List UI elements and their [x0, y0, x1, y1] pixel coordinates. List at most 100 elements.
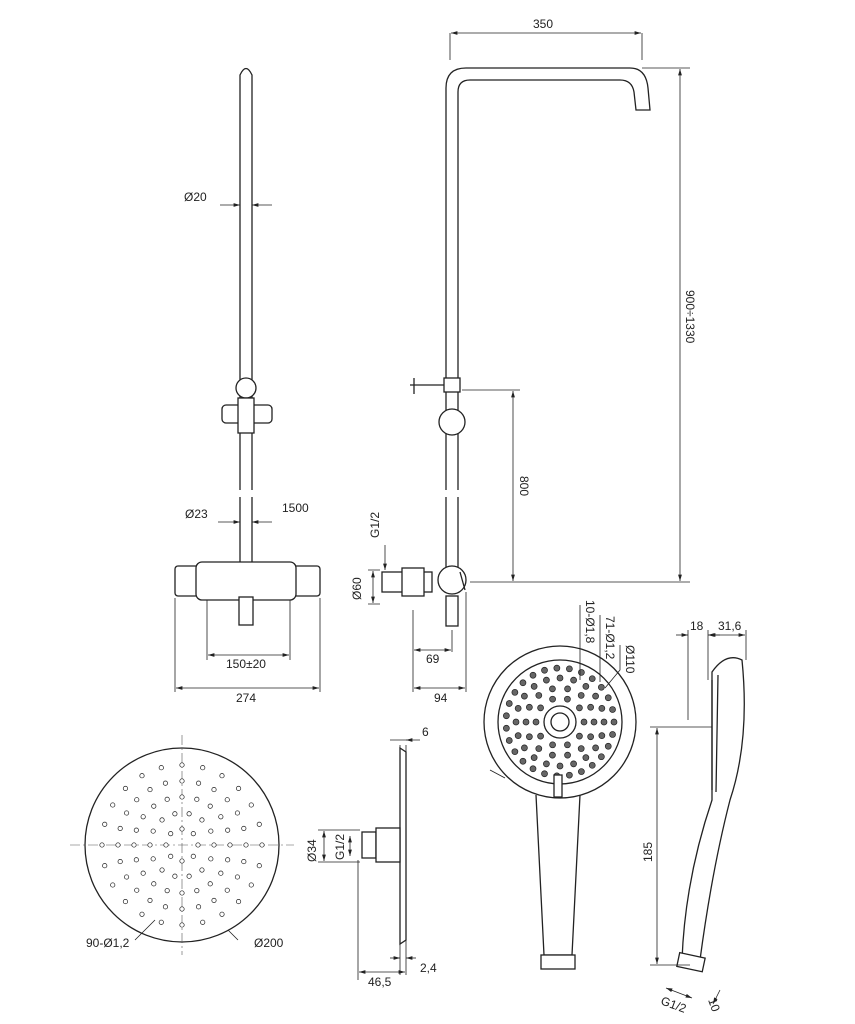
- nozzle-dot: [150, 856, 156, 862]
- nozzle-dot: [179, 890, 185, 896]
- overhead-shower-side: [318, 738, 420, 980]
- overhead-connector-label: Ø34: [305, 839, 319, 862]
- nozzle-dot: [164, 888, 170, 894]
- nozzle-dot: [564, 741, 571, 749]
- nozzle-dot: [207, 881, 213, 887]
- overhead-nozzles-label: 90-Ø1,2: [86, 936, 130, 950]
- depth-69-label: 69: [426, 652, 440, 666]
- nozzle-dot: [543, 760, 550, 768]
- nozzle-dot: [514, 732, 522, 739]
- nozzle-dot: [582, 683, 590, 690]
- overhead-shower-top: [70, 735, 294, 955]
- nozzle-dot: [190, 831, 196, 837]
- nozzle-dot: [609, 706, 616, 713]
- nozzle-dot: [576, 704, 583, 712]
- nozzle-dot: [519, 757, 527, 765]
- nozzle-dot: [234, 874, 240, 880]
- nozzle-dot: [505, 700, 513, 707]
- nozzle-dot: [124, 810, 130, 816]
- nozzle-dot: [179, 858, 185, 864]
- nozzle-dot: [131, 842, 137, 848]
- nozzle-dot: [110, 882, 116, 888]
- nozzle-dot: [179, 762, 185, 768]
- nozzle-dot: [179, 778, 185, 784]
- nozzle-dot: [147, 842, 153, 848]
- nozzle-dot: [609, 731, 616, 738]
- nozzle-dot: [186, 811, 192, 817]
- nozzle-dot: [259, 842, 265, 848]
- nozzle-dot: [576, 732, 583, 740]
- nozzle-dot: [195, 842, 201, 848]
- nozzle-dot: [541, 666, 548, 674]
- nozzle-dot: [179, 906, 185, 912]
- hand-nozzles-large-label: 10-Ø1,8: [583, 600, 597, 644]
- overhead-thickness-label: 6: [422, 725, 429, 739]
- nozzle-dot: [194, 888, 200, 894]
- nozzle-dot: [158, 765, 164, 771]
- rail-diameter-label: Ø20: [184, 190, 207, 204]
- nozzle-dot: [503, 724, 510, 732]
- inlet-spacing-label: 150±20: [226, 657, 266, 671]
- nozzle-dot: [234, 810, 240, 816]
- nozzle-dot: [535, 692, 543, 699]
- nozzle-dot: [549, 741, 556, 749]
- nozzle-dot: [522, 718, 530, 726]
- nozzle-dot: [159, 817, 165, 823]
- nozzle-dot: [529, 765, 537, 773]
- nozzle-dot: [133, 857, 139, 863]
- nozzle-dot: [211, 897, 217, 903]
- nozzle-dot: [588, 675, 596, 683]
- nozzle-dot: [549, 751, 556, 759]
- nozzle-dot: [102, 821, 108, 827]
- nozzle-dot: [592, 692, 599, 700]
- nozzle-dot: [122, 785, 128, 791]
- nozzle-dot: [541, 770, 548, 778]
- nozzle-dot: [194, 796, 200, 802]
- nozzle-dot: [570, 676, 577, 684]
- arm-width-label: 350: [533, 17, 553, 31]
- depth-94-label: 94: [434, 691, 448, 705]
- mixer-width-label: 274: [236, 691, 256, 705]
- nozzle-dot: [207, 803, 213, 809]
- nozzle-dot: [587, 703, 594, 711]
- overhead-thread-label: G1/2: [333, 834, 347, 860]
- nozzle-dot: [248, 802, 254, 808]
- nozzle-dot: [236, 899, 242, 905]
- nozzle-dot: [598, 705, 606, 712]
- nozzle-dot: [577, 745, 585, 752]
- nozzle-dot: [224, 797, 230, 803]
- hand-shower-front: [483, 605, 637, 970]
- hand-diameter-label: Ø110: [623, 645, 637, 674]
- nozzle-dot: [543, 676, 550, 684]
- nozzle-dot: [151, 803, 157, 809]
- nozzle-dot: [164, 796, 170, 802]
- overhead-edge-label: 2,4: [420, 961, 437, 975]
- nozzle-dot: [151, 881, 157, 887]
- nozzle-dot: [99, 842, 105, 848]
- nozzle-dot: [140, 870, 146, 876]
- nozzle-dot: [588, 761, 596, 769]
- nozzle-dot: [556, 674, 564, 682]
- hand-length-label: 185: [641, 842, 655, 862]
- nozzle-dot: [208, 828, 214, 834]
- nozzle-dot: [219, 773, 225, 779]
- nozzle-dot: [211, 842, 217, 848]
- nozzle-dot: [225, 827, 231, 833]
- nozzle-dot: [598, 732, 606, 739]
- overhead-diameter-label: Ø200: [254, 936, 284, 950]
- nozzle-dot: [604, 694, 612, 702]
- nozzle-dot: [610, 718, 618, 726]
- nozzle-dot: [530, 754, 538, 761]
- nozzle-dot: [537, 732, 544, 740]
- nozzle-dot: [190, 853, 196, 859]
- nozzle-dot: [139, 773, 145, 779]
- nozzle-dot: [577, 692, 585, 699]
- hand-thread-label: G1/2: [659, 994, 689, 1016]
- nozzle-dot: [124, 874, 130, 880]
- front-view-mixer: [174, 561, 321, 692]
- nozzle-dot: [196, 780, 202, 786]
- nozzle-dot: [592, 744, 599, 752]
- nozzle-dot: [134, 887, 140, 893]
- nozzle-dot: [172, 811, 178, 817]
- nozzle-dot: [179, 826, 185, 832]
